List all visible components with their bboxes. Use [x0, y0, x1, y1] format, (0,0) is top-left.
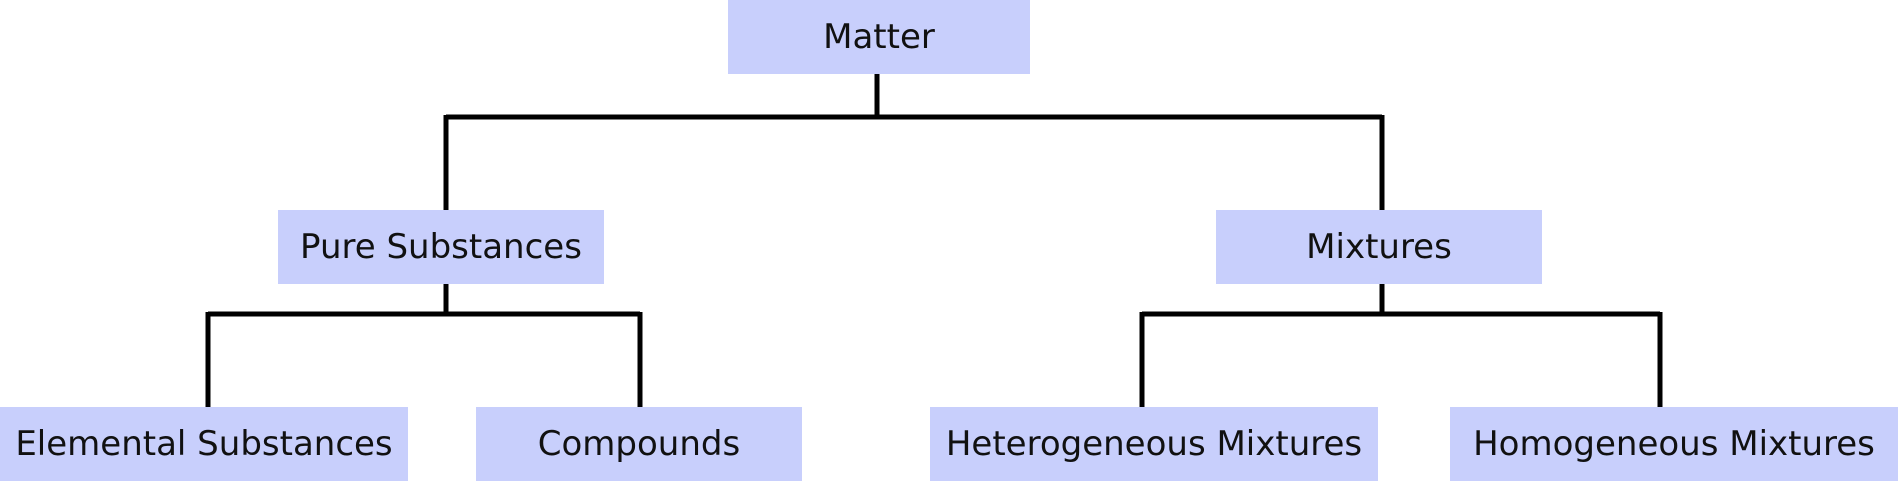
- node-matter: Matter: [728, 0, 1030, 74]
- node-heterogeneous-mixtures-label: Heterogeneous Mixtures: [945, 424, 1363, 464]
- node-mixtures-label: Mixtures: [1306, 227, 1452, 267]
- node-compounds: Compounds: [476, 407, 802, 481]
- node-homogeneous-mixtures: Homogeneous Mixtures: [1450, 407, 1898, 481]
- node-elemental-substances: Elemental Substances: [0, 407, 408, 481]
- node-compounds-label: Compounds: [537, 424, 741, 464]
- node-matter-label: Matter: [823, 17, 935, 57]
- node-pure-substances: Pure Substances: [278, 210, 604, 284]
- node-mixtures: Mixtures: [1216, 210, 1542, 284]
- node-homogeneous-mixtures-label: Homogeneous Mixtures: [1473, 424, 1875, 464]
- node-pure-substances-label: Pure Substances: [300, 227, 582, 267]
- node-heterogeneous-mixtures: Heterogeneous Mixtures: [930, 407, 1378, 481]
- node-elemental-substances-label: Elemental Substances: [15, 424, 393, 464]
